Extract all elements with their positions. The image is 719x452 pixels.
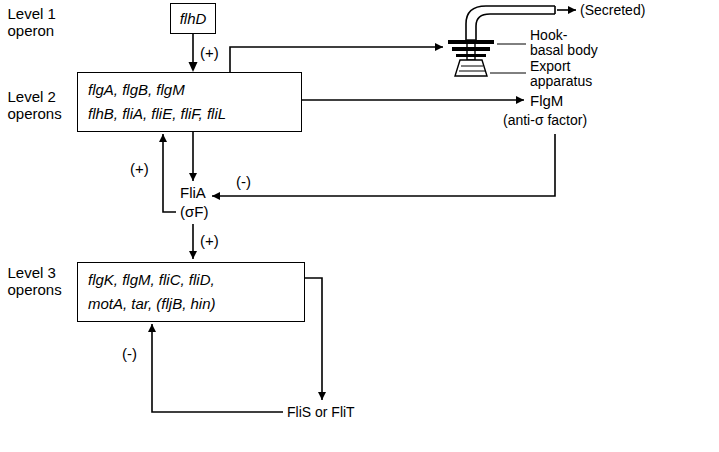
feedback-arrow — [163, 134, 176, 212]
connector — [189, 34, 198, 72]
level-label: Level 3 operons — [8, 264, 63, 298]
ring — [452, 47, 490, 51]
ring — [448, 40, 494, 44]
operon-box: Level 3 operonsflgK, flgM, fliC, fliD,mo… — [77, 262, 305, 322]
flia-arrow — [192, 130, 194, 181]
gene-list: flhB, fliA, fliE, fliF, fliL — [88, 102, 291, 126]
annotation-label: FliA — [180, 184, 206, 202]
annotation-label: (-) — [236, 173, 251, 190]
annotation-label: (+) — [200, 232, 219, 249]
export-detail — [459, 66, 485, 71]
ring — [456, 54, 486, 57]
leader-line — [497, 44, 526, 45]
hook-end — [554, 6, 556, 14]
annotation-label: (σF) — [180, 203, 208, 221]
operon-box: Level 1 operonflhD — [170, 3, 216, 34]
operon-box: Level 2 operonsflgA, flgB, flgMflhB, fli… — [77, 72, 302, 132]
level-label: Level 1 operon — [8, 5, 57, 39]
annotation-label: (anti-σ factor) — [503, 112, 587, 129]
inhibition-arrow — [212, 134, 555, 196]
flis-arrow — [305, 278, 322, 400]
gene-list: flhD — [179, 9, 207, 28]
annotation-label: FliS or FliT — [287, 404, 355, 421]
annotation-label: FlgM — [530, 92, 563, 110]
arrow-head — [189, 62, 198, 72]
repression-arrow — [152, 324, 283, 412]
gene-list: motA, tar, (fljB, hin) — [88, 292, 294, 316]
export-apparatus — [455, 60, 487, 76]
gene-list: flgA, flgB, flgM — [88, 78, 291, 102]
leader-line — [490, 73, 526, 74]
annotation-label: Hook- basal body — [530, 28, 598, 58]
leader-lines — [490, 44, 526, 73]
regulation-arrows — [152, 10, 576, 412]
level-label: Level 2 operons — [8, 88, 63, 122]
annotation-label: (-) — [122, 345, 137, 362]
assembly-arrow — [230, 47, 443, 72]
annotation-label: Export apparatus — [530, 59, 593, 89]
connector-line — [192, 34, 194, 64]
secretion-arrow — [557, 9, 576, 11]
gene-list: flgK, flgM, fliC, fliD, — [88, 268, 294, 292]
flgm-arrow — [302, 99, 524, 101]
annotation-label: (Secreted) — [580, 3, 645, 18]
annotation-label: (+) — [130, 160, 149, 177]
activation-arrow — [192, 224, 194, 259]
edge-label: (+) — [200, 44, 219, 61]
